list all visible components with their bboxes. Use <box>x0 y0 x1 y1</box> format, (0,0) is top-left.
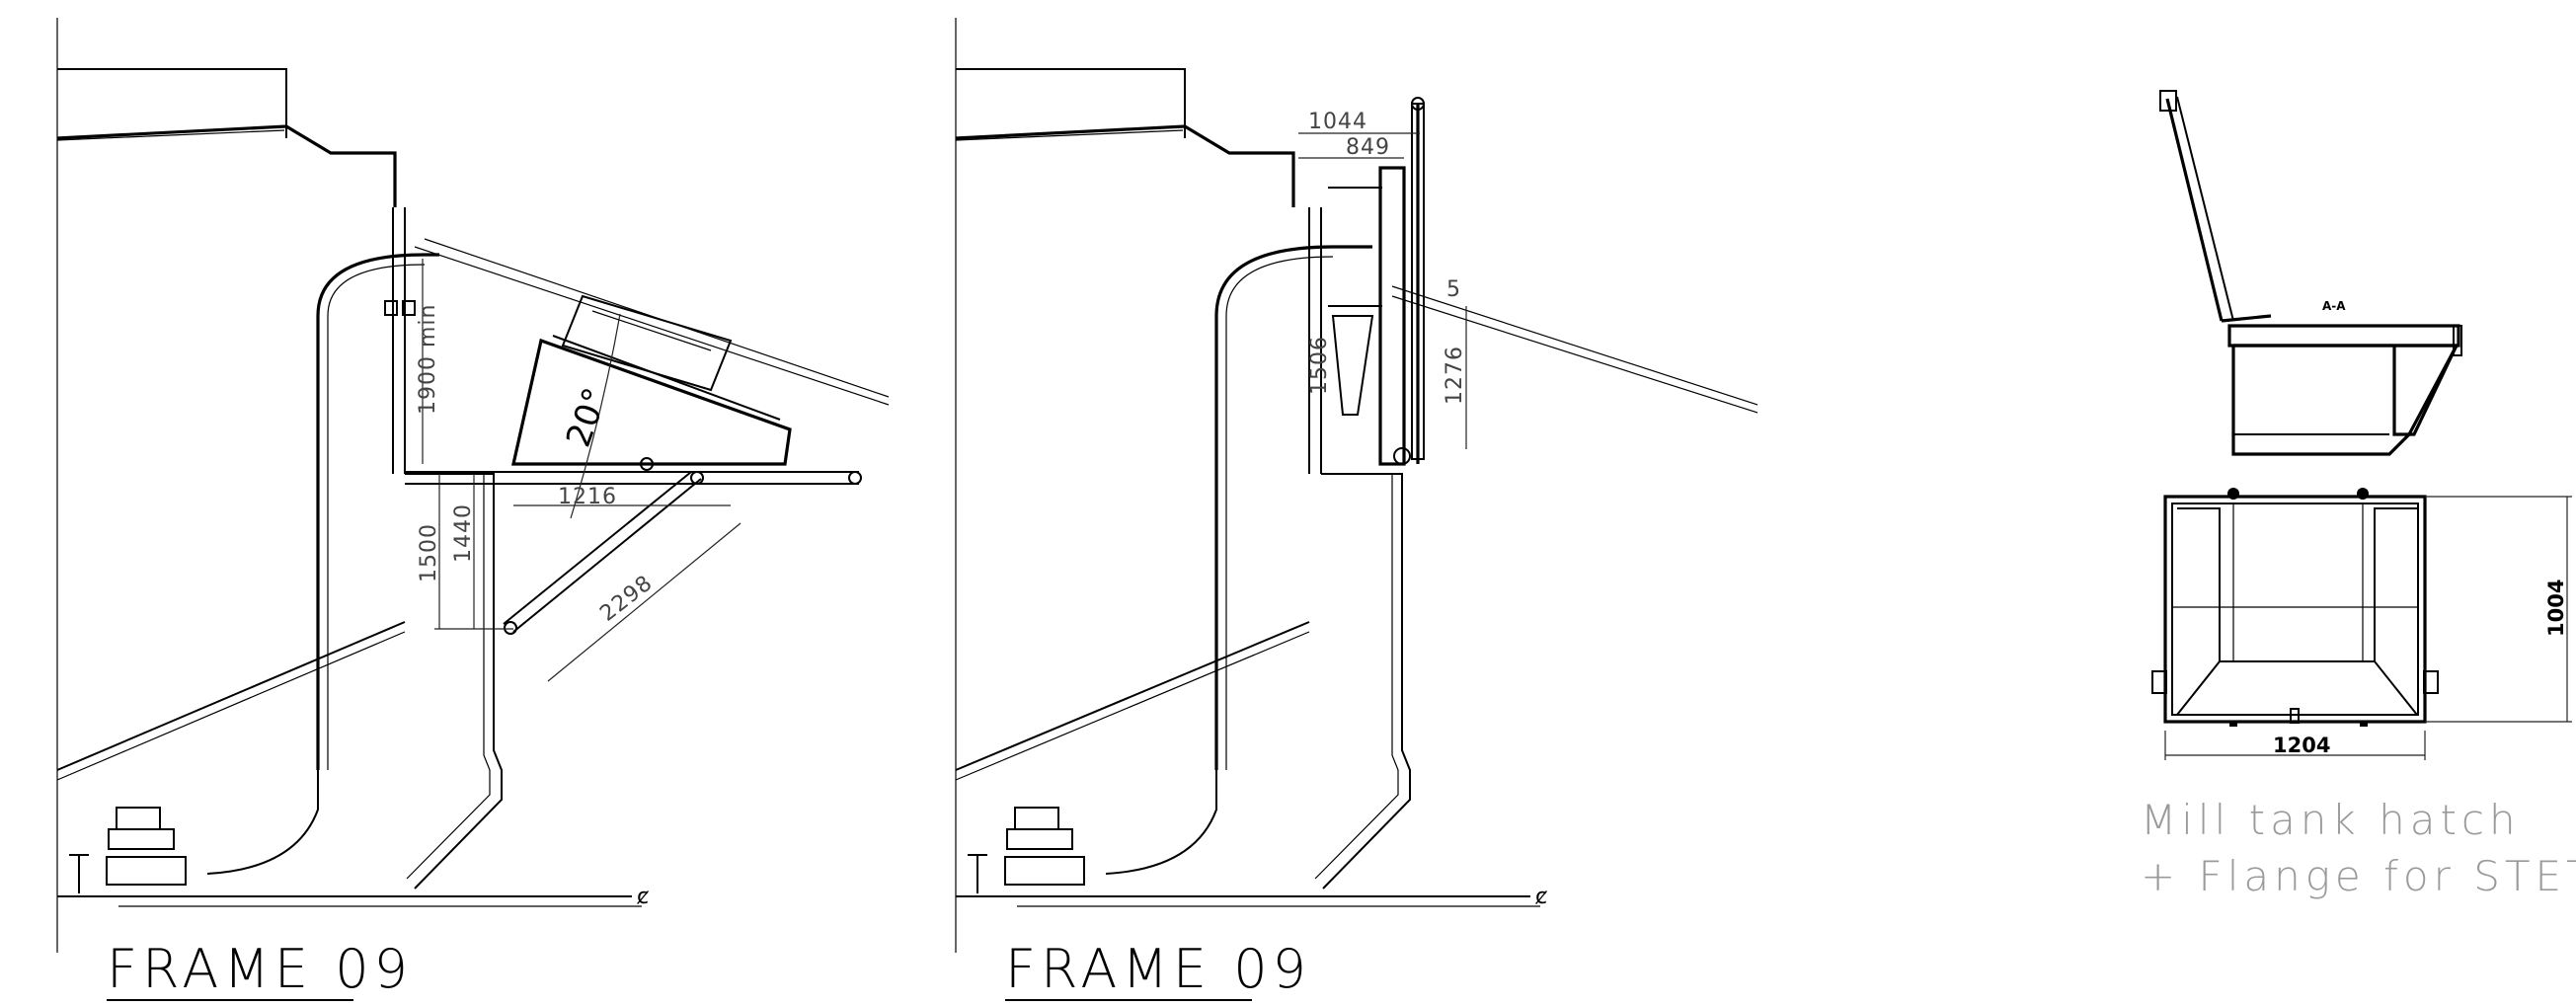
hatch-caption-line1: Mill tank hatch <box>2141 796 2521 844</box>
left-frame-title: FRAME 09 <box>107 938 413 1000</box>
dim-1900-label: 1900 min <box>416 304 440 415</box>
dim-angle-arc <box>570 313 621 519</box>
left-brace <box>512 478 702 633</box>
dim-1204-label: 1204 <box>2273 734 2330 757</box>
mid-rope-line <box>1391 285 1758 406</box>
left-frame-view: 1900 min 20° 1216 1500 1440 2298 ȼ FRAME… <box>56 18 890 1001</box>
middle-frame-title: FRAME 09 <box>1005 938 1311 1000</box>
left-tank-arc <box>316 253 439 770</box>
angle-label: 20° <box>559 383 616 452</box>
middle-frame-view: 1044 849 5 1276 1506 ȼ FRAME 09 <box>955 18 1758 1001</box>
dim-1500-label: 1500 <box>417 523 441 582</box>
left-top-structure <box>57 68 287 138</box>
left-hatch-frame <box>511 338 792 466</box>
dim-1276-label: 1276 <box>1443 346 1467 405</box>
hatch-caption-line2: + Flange for STETTE <box>2141 852 2576 900</box>
hatch-plan-view: 1204 1004 <box>2151 488 2572 760</box>
dim-1440-label: 1440 <box>451 503 476 563</box>
left-foot-curve <box>206 770 319 875</box>
dim-line-2298 <box>547 522 742 682</box>
mid-centerline-symbol: ȼ <box>1535 885 1547 909</box>
dim-1004-label: 1004 <box>2544 580 2568 637</box>
right-hatch-detail: A-A 1204 100 <box>2141 90 2576 900</box>
mid-tank-arc <box>1214 245 1372 770</box>
dim-1044-label: 1044 <box>1308 110 1367 134</box>
dim-849-label: 849 <box>1346 135 1390 160</box>
dim-1506-label: 1506 <box>1307 336 1332 395</box>
left-hatch-lid <box>561 294 733 392</box>
dim-1216-label: 1216 <box>558 485 617 509</box>
hatch-side-section: A-A <box>2159 90 2462 456</box>
mid-pump <box>968 807 1085 893</box>
left-centerline-symbol: ȼ <box>637 885 649 909</box>
left-hopper-line <box>56 621 406 771</box>
left-pump <box>69 807 187 893</box>
dim-5-label: 5 <box>1446 277 1461 302</box>
left-deck-profile <box>56 124 397 207</box>
mid-hatch-upright <box>1378 166 1406 466</box>
section-mark: A-A <box>2322 299 2346 313</box>
